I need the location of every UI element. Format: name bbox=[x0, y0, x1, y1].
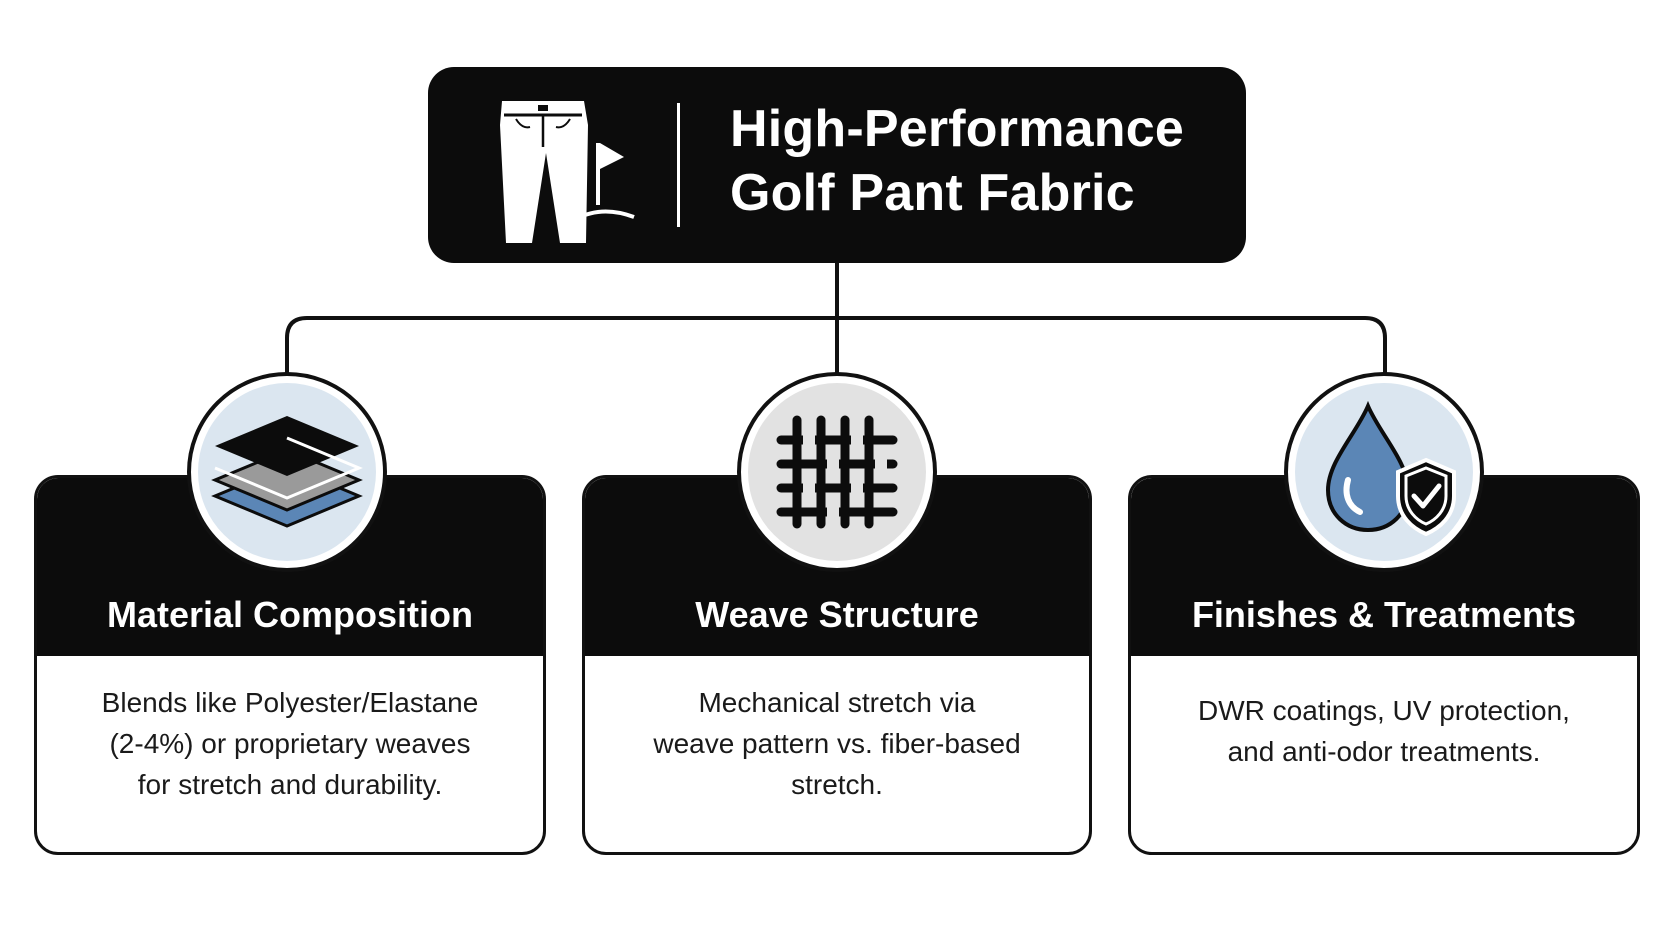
card-title: Finishes & Treatments bbox=[1191, 594, 1577, 635]
card-description: Mechanical stretch via weave pattern vs.… bbox=[605, 682, 1069, 805]
water-drop-shield-icon bbox=[1325, 400, 1456, 537]
title-divider bbox=[677, 103, 680, 227]
badge-finishes bbox=[1284, 372, 1484, 572]
badge-material bbox=[187, 372, 387, 572]
card-description-line: and anti-odor treatments. bbox=[1227, 736, 1541, 767]
card-title: Weave Structure bbox=[695, 594, 979, 635]
card-finishes-treatments: Finishes & Treatments DWR coatings, UV p… bbox=[1128, 475, 1640, 855]
card-description-line: DWR coatings, UV protection, bbox=[1198, 695, 1570, 726]
golf-pants-flag-icon bbox=[500, 101, 635, 243]
card-description-line: Blends like Polyester/Elastane bbox=[101, 687, 479, 718]
card-description-line: weave pattern vs. fiber-based bbox=[653, 728, 1021, 759]
weave-grid-icon bbox=[776, 415, 898, 529]
card-description-line: Mechanical stretch via bbox=[698, 687, 976, 718]
card-description: Blends like Polyester/Elastane (2-4%) or… bbox=[57, 682, 523, 805]
root-node: High-Performance Golf Pant Fabric bbox=[428, 67, 1246, 263]
card-description-line: (2-4%) or proprietary weaves bbox=[109, 728, 471, 759]
card-description-line: for stretch and durability. bbox=[137, 769, 443, 800]
fabric-layers-icon bbox=[211, 416, 363, 528]
card-description-line: stretch. bbox=[791, 769, 883, 800]
badge-weave bbox=[737, 372, 937, 572]
root-title-line: High-Performance bbox=[730, 100, 1184, 158]
card-title: Material Composition bbox=[106, 594, 474, 635]
root-title: High-Performance Golf Pant Fabric bbox=[730, 97, 1230, 225]
card-description: DWR coatings, UV protection, and anti-od… bbox=[1151, 690, 1617, 772]
root-title-line: Golf Pant Fabric bbox=[730, 164, 1135, 222]
